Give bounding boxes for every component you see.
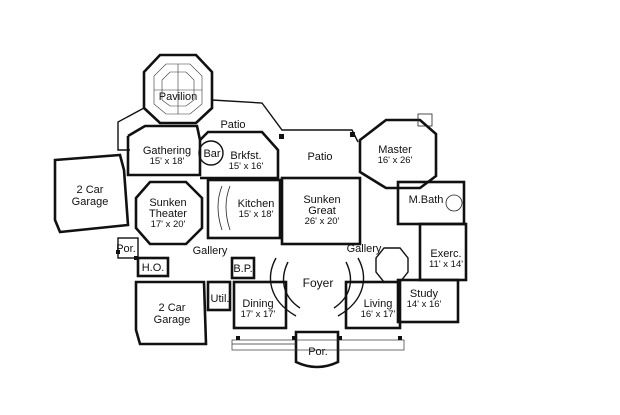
master-label: Master <box>378 144 412 156</box>
gathering-label: Gathering <box>143 145 191 157</box>
living-dims: 16' x 17' <box>361 309 396 320</box>
util-label: Util. <box>211 293 230 305</box>
living-walls <box>344 280 402 330</box>
master-fireplace <box>417 113 433 127</box>
bar-counter <box>198 140 224 166</box>
exerc-dims: 11' x 14' <box>429 259 463 270</box>
great-walls <box>280 176 362 246</box>
study-label: Study <box>410 288 439 300</box>
gallery-left-label: Gallery <box>193 245 228 257</box>
garage-top-walls <box>53 153 130 234</box>
garage-bottom-walls <box>134 280 208 346</box>
foyer-stair-left <box>269 257 297 317</box>
theater-walls <box>134 180 204 246</box>
garage-top-label-2: Garage <box>72 196 109 208</box>
brkfst-dims: 15' x 16' <box>229 161 264 172</box>
theater-label-1: Sunken <box>149 197 186 209</box>
patio-center-label: Patio <box>307 151 332 163</box>
great-label-1: Sunken <box>303 194 340 206</box>
bp-label: B.P. <box>233 263 252 275</box>
exerc-label: Exerc. <box>430 248 461 260</box>
brkfst-walls <box>199 130 280 180</box>
theater-label-2: Theater <box>149 208 187 220</box>
pavilion-hatch <box>153 63 203 115</box>
foyer-label: Foyer <box>303 276 334 290</box>
patio-left-label: Patio <box>220 119 245 131</box>
dining-walls <box>232 280 288 330</box>
foyer-stair-right <box>337 257 365 317</box>
master-walls <box>358 118 438 190</box>
por-left-walls <box>117 237 139 259</box>
kitchen-label: Kitchen <box>238 198 275 210</box>
study-walls <box>396 278 460 324</box>
kitchen-walls <box>206 178 282 240</box>
patio-outline <box>117 107 145 151</box>
por-left-label: Por. <box>116 243 136 255</box>
labels: Pavilion Patio Patio Gathering 15' x 18'… <box>72 91 464 358</box>
dining-label: Dining <box>242 298 273 310</box>
front-terrace <box>231 339 405 351</box>
garage-top-label-1: 2 Car <box>77 184 104 196</box>
dining-dims: 17' x 17' <box>241 309 276 320</box>
ho-label: H.O. <box>142 262 165 274</box>
mbath-label: M.Bath <box>409 194 444 206</box>
pavilion-walls <box>142 53 214 125</box>
gathering-dims: 15' x 18' <box>150 156 185 167</box>
gallery-right-label: Gallery <box>347 243 382 255</box>
foyer-stair-right-inner <box>333 261 352 309</box>
ho-walls <box>136 256 170 278</box>
study-dims: 14' x 16' <box>407 299 442 310</box>
bp-walls <box>230 256 256 280</box>
living-label: Living <box>364 298 393 310</box>
brkfst-label: Brkfst. <box>230 150 261 162</box>
columns <box>116 132 402 340</box>
util-walls <box>206 280 232 312</box>
bar-label: Bar <box>203 148 220 160</box>
garage-bottom-label-2: Garage <box>154 314 191 326</box>
mbath-tub <box>445 194 463 212</box>
foyer-stair-left-inner <box>282 261 301 309</box>
great-label-2: Great <box>308 205 336 217</box>
garage-bottom-label-1: 2 Car <box>159 302 186 314</box>
kitchen-dims: 15' x 18' <box>239 209 274 220</box>
pavilion-label: Pavilion <box>159 91 198 103</box>
master-dims: 16' x 26' <box>378 155 413 166</box>
por-bottom-label: Por. <box>308 346 328 358</box>
kitchen-stair <box>217 185 231 231</box>
walls <box>53 53 468 369</box>
por-bottom-walls <box>294 330 340 369</box>
theater-dims: 17' x 20' <box>151 219 186 230</box>
great-dims: 26' x 20' <box>305 216 340 227</box>
